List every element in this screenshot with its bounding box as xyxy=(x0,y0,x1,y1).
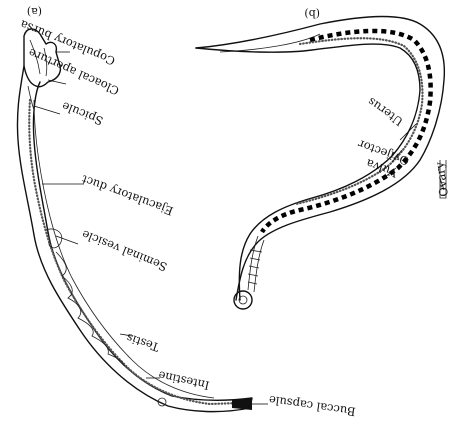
seminal-vesicle-shape xyxy=(45,228,63,249)
female-leader-lines xyxy=(383,123,445,191)
male-leader-lines xyxy=(33,51,268,405)
testis-coils xyxy=(55,251,125,367)
label-testis: Testis xyxy=(124,331,160,355)
label-intestine: Intestine xyxy=(157,368,211,393)
label-seminal-vesicle: Seminal vesicle xyxy=(80,227,169,274)
female-pharynx xyxy=(247,235,265,293)
male-intestine-path xyxy=(28,98,242,406)
male-buccal-capsule xyxy=(232,398,252,410)
label-spicule: Spicule xyxy=(60,99,106,128)
female-body-outline xyxy=(195,15,446,301)
uterus-eggs xyxy=(260,28,433,234)
female-intestine xyxy=(294,37,424,206)
label-ovary: Ovary xyxy=(432,161,451,198)
label-uterus: Uterus xyxy=(365,95,406,129)
male-worm xyxy=(16,28,253,413)
female-buccal-capsule xyxy=(233,290,253,310)
panel-label-a: (a) xyxy=(27,5,42,18)
label-buccal-capsule: Buccal capsule xyxy=(268,393,357,419)
label-ejaculatory-duct: Ejaculatory duct xyxy=(79,172,175,218)
copulatory-bursa-shape xyxy=(23,28,62,88)
spicule-shape xyxy=(27,85,35,111)
male-body-outline xyxy=(16,65,253,413)
panel-label-b: (b) xyxy=(304,7,320,20)
